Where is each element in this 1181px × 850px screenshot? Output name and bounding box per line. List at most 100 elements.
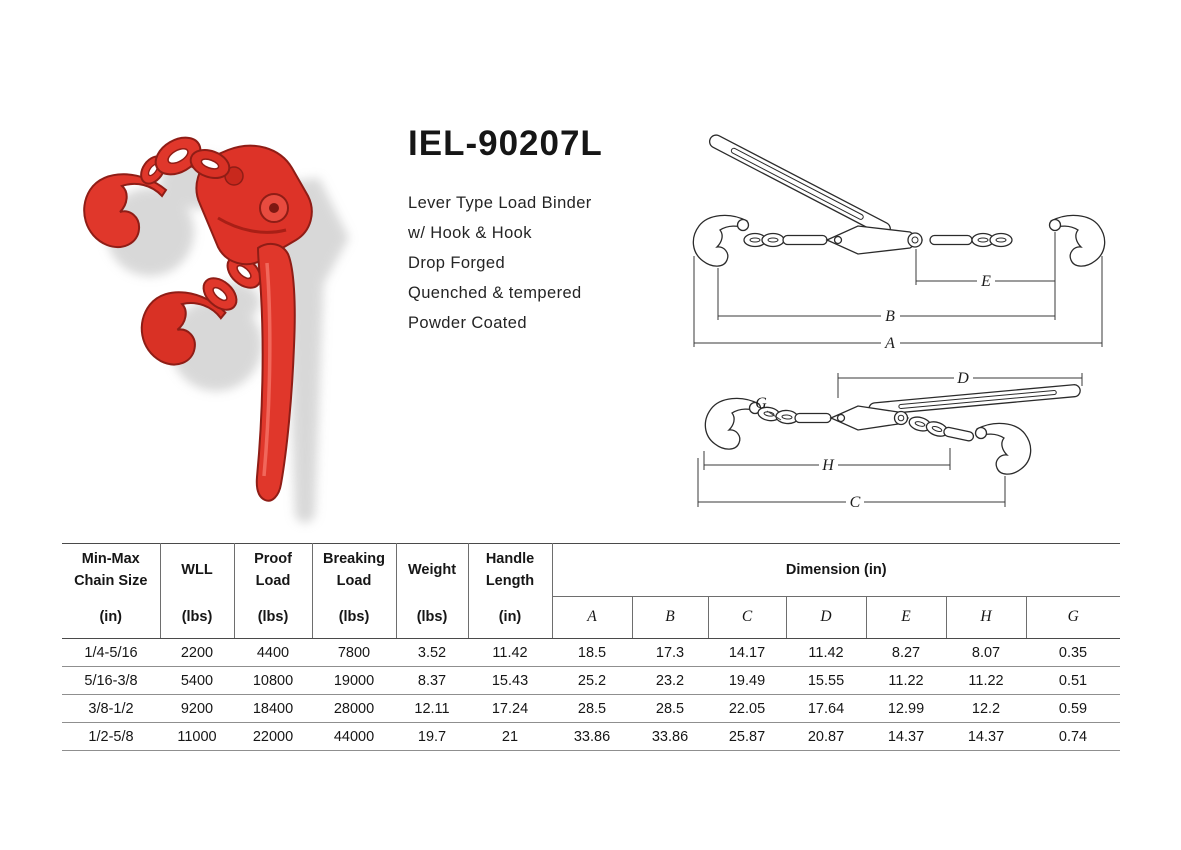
description-line: Lever Type Load Binder (408, 194, 592, 212)
spec-cell: 12.2 (946, 694, 1026, 723)
spec-cell: 11.42 (468, 638, 552, 667)
description-line: w/ Hook & Hook (408, 224, 532, 242)
spec-cell: 8.07 (946, 638, 1026, 667)
chain-link (761, 232, 785, 248)
grab-hook-left (692, 214, 750, 267)
dim-label-B: B (885, 308, 895, 325)
spec-cell: 11.22 (946, 666, 1026, 695)
spec-cell: 44000 (312, 722, 396, 751)
dimension-column-header: H (946, 596, 1027, 640)
spec-cell: 14.37 (866, 722, 946, 751)
spec-cell: 4400 (234, 638, 312, 667)
spec-cell: 11000 (160, 722, 234, 751)
dimension-column-header: E (866, 596, 947, 640)
chain-link (989, 232, 1013, 248)
spec-cell: 8.37 (396, 666, 468, 695)
spec-cell: 0.74 (1026, 722, 1121, 751)
spec-cell: 14.17 (708, 638, 786, 667)
spec-cell: 0.59 (1026, 694, 1121, 723)
grab-hook-left (704, 397, 762, 450)
spec-cell: 21 (468, 722, 552, 751)
spec-cell: 15.43 (468, 666, 552, 695)
spec-cell: 28.5 (552, 694, 632, 723)
spec-cell: 3.52 (396, 638, 468, 667)
dimension-lines-open: E B A (693, 232, 1103, 352)
dimension-lines-closed: D G H C (697, 370, 1083, 511)
spec-cell: 12.99 (866, 694, 946, 723)
spec-cell: 18.5 (552, 638, 632, 667)
open-position-drawing: E B A (692, 134, 1106, 352)
spec-cell: 17.64 (786, 694, 866, 723)
spec-cell: 28000 (312, 694, 396, 723)
dimension-column-header: B (632, 596, 709, 640)
spec-cell: 0.35 (1026, 638, 1121, 667)
col-header-wll: WLL (lbs) (160, 543, 235, 639)
spec-cell: 28.5 (632, 694, 708, 723)
spec-cell: 17.3 (632, 638, 708, 667)
product-code: IEL-90207L (408, 124, 603, 163)
spec-cell: 23.2 (632, 666, 708, 695)
spec-cell: 11.22 (866, 666, 946, 695)
spec-cell: 5400 (160, 666, 234, 695)
col-header-weight: Weight (lbs) (396, 543, 469, 639)
top-chain-link (189, 148, 231, 180)
spec-cell: 14.37 (946, 722, 1026, 751)
dimension-group-header: Dimension (in) (552, 543, 1121, 597)
spec-cell: 3/8-1/2 (62, 694, 160, 723)
spec-cell: 18400 (234, 694, 312, 723)
tension-rod-right (943, 426, 975, 442)
spec-cell: 2200 (160, 638, 234, 667)
spec-cell: 22000 (234, 722, 312, 751)
grab-hook-right (1048, 214, 1106, 267)
spec-cell: 12.11 (396, 694, 468, 723)
spec-cell: 33.86 (632, 722, 708, 751)
grab-hook-right (974, 422, 1032, 475)
spec-cell: 1/2-5/8 (62, 722, 160, 751)
spec-cell: 33.86 (552, 722, 632, 751)
technical-diagrams: E B A (692, 134, 1106, 511)
description-line: Quenched & tempered (408, 284, 582, 302)
product-photo (83, 136, 349, 523)
spec-cell: 1/4-5/16 (62, 638, 160, 667)
spec-cell: 9200 (160, 694, 234, 723)
dim-label-D: D (956, 370, 969, 387)
dimension-column-header: A (552, 596, 633, 640)
spec-cell: 0.51 (1026, 666, 1121, 695)
spec-cell: 15.55 (786, 666, 866, 695)
handle-closed (868, 384, 1081, 416)
spec-cell: 19.7 (396, 722, 468, 751)
spec-cell: 8.27 (866, 638, 946, 667)
dim-label-A: A (884, 335, 895, 352)
description-line: Drop Forged (408, 254, 506, 272)
dim-label-E: E (980, 273, 991, 290)
spec-cell: 19.49 (708, 666, 786, 695)
dim-label-C: C (850, 494, 861, 511)
dim-label-G: G (755, 395, 767, 412)
dimension-column-header: C (708, 596, 787, 640)
spec-cell: 7800 (312, 638, 396, 667)
lower-chain-link (202, 277, 238, 311)
tension-rod-left (782, 234, 828, 246)
title-block: IEL-90207L Lever Type Load Binder w/ Hook… (408, 124, 688, 338)
spec-cell: 20.87 (786, 722, 866, 751)
closed-position-drawing: D G H C (697, 370, 1083, 511)
spec-cell: 25.87 (708, 722, 786, 751)
dimension-column-header: G (1026, 596, 1121, 640)
dimension-column-header: D (786, 596, 867, 640)
spec-cell: 10800 (234, 666, 312, 695)
spec-cell: 17.24 (468, 694, 552, 723)
description-line: Powder Coated (408, 314, 527, 332)
